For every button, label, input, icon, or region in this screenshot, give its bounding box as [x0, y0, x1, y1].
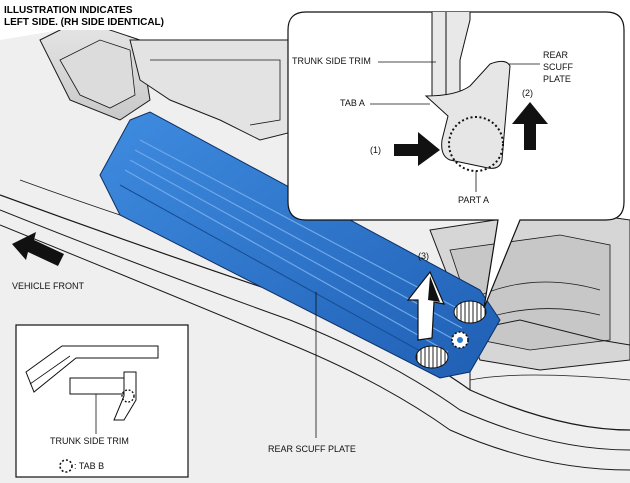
callout-rear-label: REAR	[543, 50, 569, 60]
tab-a-lower-cutout	[415, 345, 449, 369]
inset-box	[15, 324, 189, 478]
tab-a-label: TAB A	[340, 98, 365, 108]
arrow-step-3	[406, 270, 446, 341]
detail-callout	[287, 11, 625, 309]
step-1-label: (1)	[370, 145, 381, 155]
callout-scuff-plate-edge	[424, 60, 511, 169]
inset-tab-b-dot	[121, 389, 135, 403]
tab-b-legend-icon	[59, 459, 73, 473]
vehicle-front-label: VEHICLE FRONT	[12, 281, 85, 291]
callout-trunk-side-trim-label: TRUNK SIDE TRIM	[292, 56, 371, 66]
callout-scuff-label: SCUFF	[543, 62, 573, 72]
tab-b-legend-label: : TAB B	[74, 461, 104, 471]
arrow-step-2	[512, 102, 548, 150]
header-line-2: LEFT SIDE. (RH SIDE IDENTICAL)	[4, 17, 164, 28]
arrow-step-1	[394, 132, 440, 166]
callout-plate-label: PLATE	[543, 74, 571, 84]
rear-scuff-plate	[99, 111, 501, 379]
vehicle-front-arrow	[12, 232, 64, 266]
part-a-label: PART A	[458, 195, 489, 205]
step-2-label: (2)	[522, 88, 533, 98]
tab-a-cutout	[453, 300, 487, 324]
rear-scuff-plate-label: REAR SCUFF PLATE	[268, 444, 356, 454]
header-line-1: ILLUSTRATION INDICATES	[4, 5, 133, 16]
step-3-label: (3)	[418, 251, 429, 261]
inset-trunk-side-trim-label: TRUNK SIDE TRIM	[50, 436, 129, 446]
